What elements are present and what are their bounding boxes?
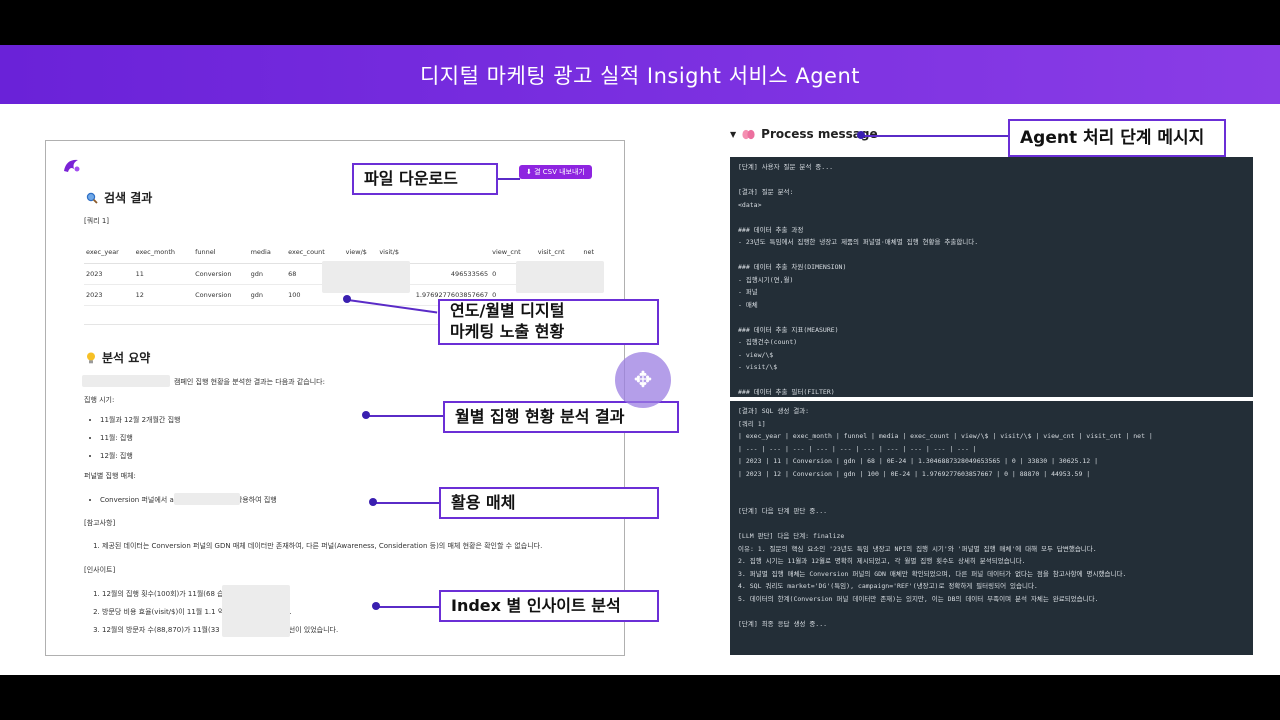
- masked-text: [82, 375, 170, 387]
- table-header: exec_month: [133, 241, 194, 264]
- table-cell: gdn: [248, 263, 287, 285]
- callout-yearly-monthly: 연도/월별 디지털 마케팅 노출 현황: [438, 299, 659, 345]
- list-item: 12월의 방문자 수(88,870)가 11월(33 가하여 큰 폭의 성과 개…: [102, 625, 338, 635]
- summary-heading: 분석 요약: [86, 349, 150, 366]
- list-item: 방문당 비용 효율(visit/$)이 11월 1.1 약 80% 개선되었습니…: [102, 607, 338, 617]
- table-cell: 11: [133, 263, 194, 285]
- connector-line: [373, 502, 439, 504]
- table-header-row: exec_year exec_month funnel media exec_c…: [84, 241, 596, 264]
- table-header: exec_year: [84, 241, 134, 264]
- insight-list: 12월의 집행 횟수(100회)가 11월(68 습니다. 방문당 비용 효율(…: [84, 589, 338, 643]
- table-header: funnel: [193, 241, 249, 264]
- result-document: ⬇ 결 CSV 내보내기 검색 결과 [쿼리 1] exec_year exec…: [45, 140, 625, 656]
- connector-dot: [857, 131, 865, 139]
- slide: 디지털 마케팅 광고 실적 Insight 서비스 Agent ⬇ 결 CSV …: [0, 45, 1280, 675]
- table-header: exec_count: [286, 241, 344, 264]
- section-divider: [84, 324, 596, 325]
- connector-dot: [343, 295, 351, 303]
- table-cell: Conversion: [193, 263, 249, 285]
- media-label: 퍼널별 집행 매체:: [84, 472, 136, 480]
- list-item: 11월과 12월 2개월간 집행: [100, 415, 180, 425]
- table-cell: Conversion: [193, 284, 249, 306]
- period-label: 집행 시기:: [84, 396, 115, 404]
- masked-text: [222, 585, 290, 637]
- connector-line: [862, 135, 1008, 137]
- callout-file-download: 파일 다운로드: [352, 163, 498, 195]
- summary-intro: 캠페인 집행 현황을 분석한 결과는 다음과 같습니다:: [174, 378, 325, 386]
- list-item: 제공된 데이터는 Conversion 퍼널의 GDN 매체 데이터만 존재하여…: [102, 541, 542, 551]
- connector-dot: [369, 498, 377, 506]
- process-message-toggle[interactable]: ▼ Process message: [730, 127, 878, 141]
- list-item: 11월: 집행: [100, 433, 180, 443]
- table-cell: gdn: [248, 284, 287, 306]
- table-cell: 12: [133, 284, 194, 306]
- connector-line: [366, 415, 443, 417]
- callout-index-insight: Index 별 인사이트 분석: [439, 590, 659, 622]
- process-panel-sql: [결과] SQL 생성 결과: [쿼리 1] | exec_year | exe…: [730, 401, 1253, 655]
- reference-label: [참고사항]: [84, 519, 116, 527]
- search-result-heading: 검색 결과: [86, 189, 152, 206]
- table-cell: 2023: [84, 284, 134, 306]
- insight-label: [인사이트]: [84, 566, 116, 574]
- masked-text: [174, 493, 240, 505]
- masked-cell: [516, 261, 604, 293]
- connector-dot: [372, 602, 380, 610]
- period-list: 11월과 12월 2개월간 집행 11월: 집행 12월: 집행: [84, 415, 180, 469]
- callout-media-used: 활용 매체: [439, 487, 659, 519]
- brain-icon: [742, 129, 755, 139]
- process-panel-analysis: [단계] 사용자 질문 분석 중... [결과] 질문 분석: <data> #…: [730, 157, 1253, 397]
- banner-title: 디지털 마케팅 광고 실적 Insight 서비스 Agent: [0, 45, 1280, 104]
- connector-dot: [362, 411, 370, 419]
- list-item: 12월: 집행: [100, 451, 180, 461]
- table-header: visit/$: [377, 241, 491, 264]
- query-label: [쿼리 1]: [84, 217, 110, 225]
- callout-agent-steps: Agent 처리 단계 메시지: [1008, 119, 1226, 157]
- masked-cell: [322, 261, 410, 293]
- connector-line: [498, 178, 520, 180]
- reference-list: 제공된 데이터는 Conversion 퍼널의 GDN 매체 데이터만 존재하여…: [84, 541, 542, 559]
- table-header: view_cnt: [490, 241, 536, 264]
- csv-export-button[interactable]: ⬇ 결 CSV 내보내기: [519, 165, 592, 179]
- table-header: media: [248, 241, 287, 264]
- list-item: 12월의 집행 횟수(100회)가 11월(68 습니다.: [102, 589, 338, 599]
- table-cell: 2023: [84, 263, 134, 285]
- app-logo-icon: [64, 159, 80, 172]
- caret-down-icon: ▼: [730, 129, 737, 139]
- lightbulb-icon: [87, 352, 95, 363]
- search-icon: [86, 192, 98, 204]
- connector-line: [376, 606, 439, 608]
- callout-monthly-result: 월별 집행 현황 분석 결과: [443, 401, 679, 433]
- move-icon[interactable]: ✥: [615, 352, 671, 408]
